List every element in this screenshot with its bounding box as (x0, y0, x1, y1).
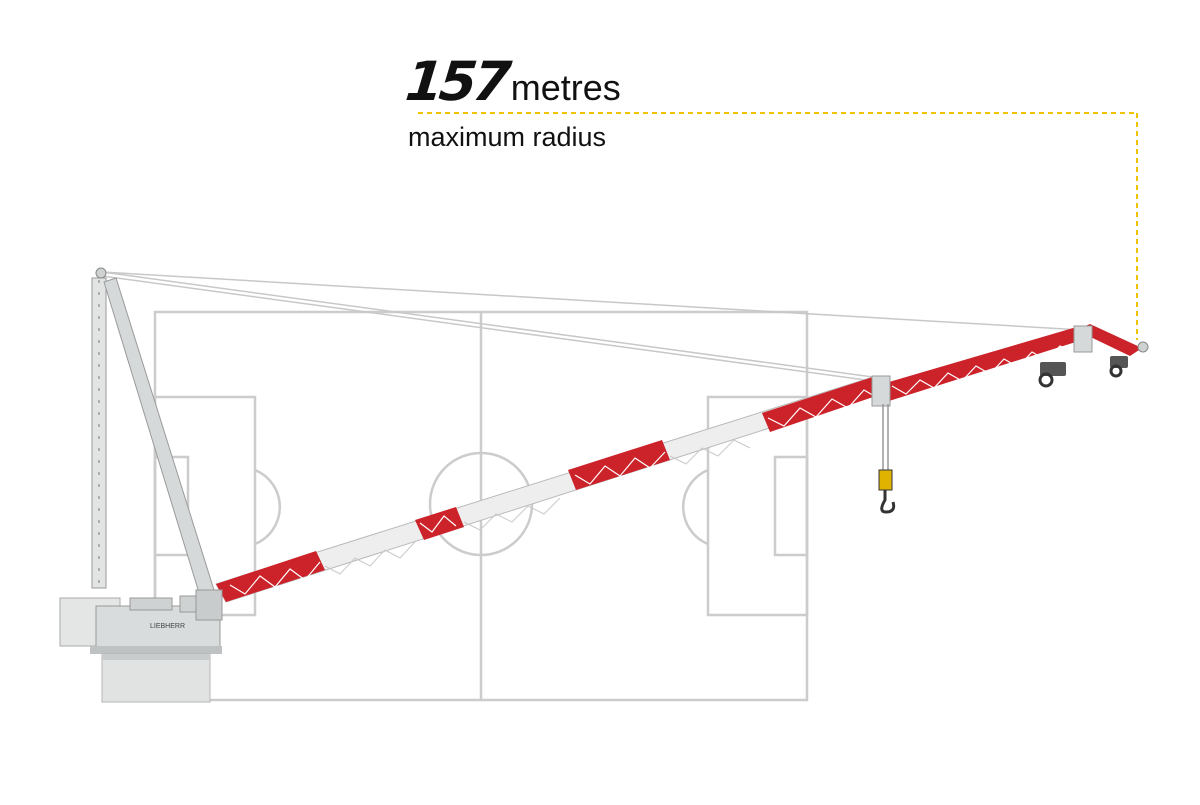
jib-hook-2 (1109, 356, 1128, 378)
crane-pedestal (101, 653, 211, 703)
crane-boom (215, 324, 1149, 603)
subtitle: maximum radius (408, 122, 607, 152)
radius-value: 157 (402, 50, 511, 113)
headline: 157metres (402, 50, 621, 113)
pitch-goal-area-right (773, 455, 809, 557)
svg-text:LIEBHERR: LIEBHERR (150, 623, 185, 630)
crane-mast (91, 267, 215, 597)
crane-hook-icon (878, 404, 896, 514)
radius-dimension-line (418, 112, 1138, 340)
crane-superstructure: LIEBHERR (59, 589, 223, 654)
pitch-arc-right (681, 468, 709, 546)
radius-unit: metres (510, 67, 621, 108)
jib-hook-1 (1038, 362, 1066, 388)
pitch-arc-left (254, 468, 282, 546)
boom-joint (871, 375, 891, 407)
pendant-cables (101, 271, 1083, 383)
